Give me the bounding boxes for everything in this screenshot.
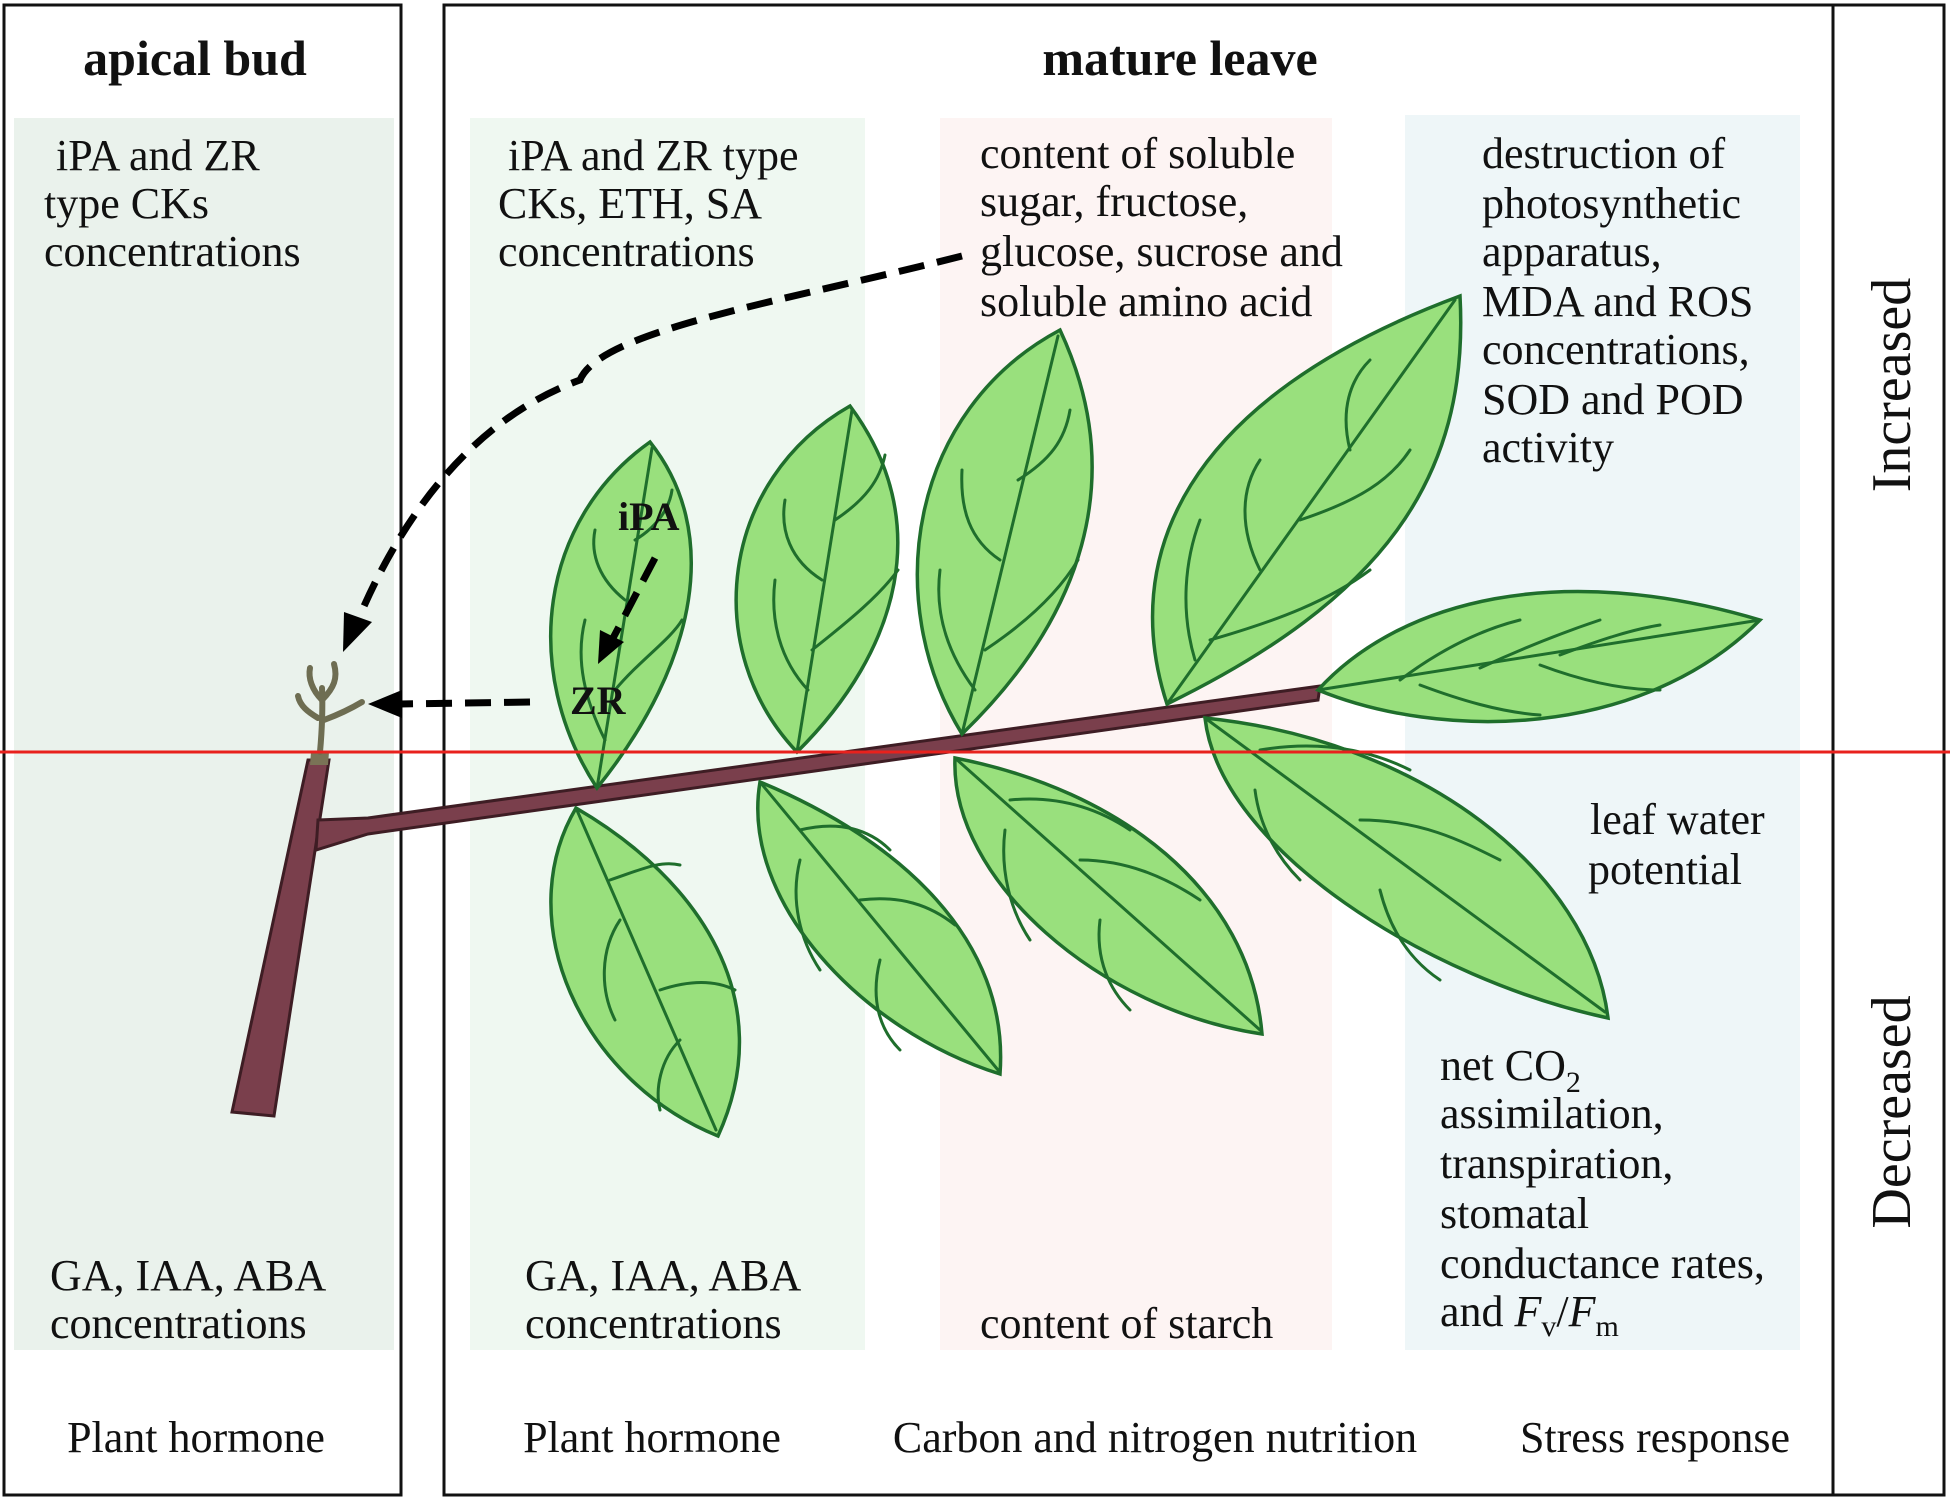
text-line: iPA and ZR: [56, 131, 260, 180]
text-line: destruction of: [1482, 129, 1726, 178]
and-prefix: and: [1440, 1287, 1515, 1336]
stress-decreased-text: net CO2 assimilation, transpiration, sto…: [1440, 1041, 1765, 1343]
apical-bud-increased-text: iPA and ZR type CKs concentrations: [44, 131, 301, 276]
text-line: concentrations,: [1482, 325, 1750, 374]
rachis: [314, 684, 1322, 853]
apical-bud-panel: [2, 3, 403, 1497]
plant-stems: [230, 684, 1322, 1118]
text-line: MDA and ROS: [1482, 277, 1753, 326]
apical-bud-icon: [295, 661, 365, 755]
decreased-label: Decreased: [1861, 995, 1923, 1228]
text-line: glucose, sucrose and: [980, 227, 1343, 276]
text-line: concentrations: [50, 1299, 307, 1348]
leaflet-1-lower: [549, 805, 742, 1139]
text-line: apparatus,: [1482, 227, 1662, 276]
mature-leave-panel: [442, 3, 1946, 1497]
zr-label: ZR: [570, 678, 627, 723]
fm-symbol: F: [1568, 1287, 1597, 1336]
leaf-water-potential-text: leaf water potential: [1588, 795, 1765, 894]
text-line: concentrations: [525, 1299, 782, 1348]
mature-leave-title: mature leave: [1042, 30, 1317, 86]
co2-subscript: 2: [1566, 1066, 1581, 1099]
text-line: GA, IAA, ABA: [50, 1251, 326, 1300]
apical-bud-category: Plant hormone: [67, 1413, 325, 1462]
apical-bud-band: [14, 118, 394, 1350]
bud-stalk: [310, 752, 329, 765]
text-line: type CKs: [44, 179, 209, 228]
ipa-label: iPA: [618, 494, 680, 539]
text-line: concentrations: [44, 227, 301, 276]
leaflets: [549, 293, 1764, 1139]
signal-arrows: [343, 252, 963, 718]
text-line: stomatal: [1440, 1189, 1589, 1238]
zr-to-bud-arrow: [399, 698, 531, 708]
text-line: GA, IAA, ABA: [525, 1251, 801, 1300]
leaflet-2-upper: [734, 403, 900, 755]
leaflet-3-upper: [915, 327, 1094, 737]
fv-symbol: F: [1514, 1287, 1543, 1336]
stress-increased-text: destruction of photosynthetic apparatus,…: [1482, 129, 1753, 472]
zr-arrow-head-icon: [368, 690, 402, 718]
hormone-decreased-text: GA, IAA, ABA concentrations: [525, 1251, 801, 1348]
sugar-to-bud-arrow: [354, 252, 963, 622]
net-co2-line: net CO2: [1440, 1041, 1581, 1099]
nutrition-category: Carbon and nitrogen nutrition: [893, 1413, 1417, 1462]
text-line: conductance rates,: [1440, 1239, 1765, 1288]
ipa-to-zr-arrow: [608, 556, 659, 642]
hormone-increased-text: iPA and ZR type CKs, ETH, SA concentrati…: [498, 131, 799, 276]
stress-band: [1405, 115, 1800, 1350]
text-line: leaf water: [1590, 795, 1765, 844]
fm-subscript: m: [1596, 1310, 1619, 1343]
text-line: potential: [1588, 845, 1742, 894]
ipa-arrow-head-icon: [598, 630, 624, 664]
increased-label: Increased: [1861, 278, 1923, 493]
text-line: concentrations: [498, 227, 755, 276]
nutrition-increased-text: content of soluble sugar, fructose, gluc…: [980, 129, 1343, 326]
text-line: photosynthetic: [1482, 179, 1741, 228]
leaflet-1-upper: [549, 439, 693, 791]
slash: /: [1556, 1287, 1569, 1336]
text-line: SOD and POD: [1482, 375, 1744, 424]
text-line: content of soluble: [980, 129, 1295, 178]
text-line: soluble amino acid: [980, 277, 1312, 326]
text-line: activity: [1482, 423, 1614, 472]
fv-fm-line: and Fv/Fm: [1440, 1287, 1619, 1343]
sugar-arrow-head-icon: [343, 612, 372, 652]
apical-bud-decreased-text: GA, IAA, ABA concentrations: [50, 1251, 326, 1348]
fv-subscript: v: [1541, 1310, 1556, 1343]
text-line: assimilation,: [1440, 1089, 1664, 1138]
net-co2-text: net CO: [1440, 1041, 1566, 1090]
text-line: transpiration,: [1440, 1139, 1673, 1188]
stress-category: Stress response: [1520, 1413, 1790, 1462]
nutrition-decreased-text: content of starch: [980, 1299, 1273, 1348]
text-line: CKs, ETH, SA: [498, 179, 762, 228]
text-line: sugar, fructose,: [980, 177, 1248, 226]
apical-bud-title: apical bud: [83, 30, 307, 86]
text-line: iPA and ZR type: [508, 131, 799, 180]
hormone-category: Plant hormone: [523, 1413, 781, 1462]
